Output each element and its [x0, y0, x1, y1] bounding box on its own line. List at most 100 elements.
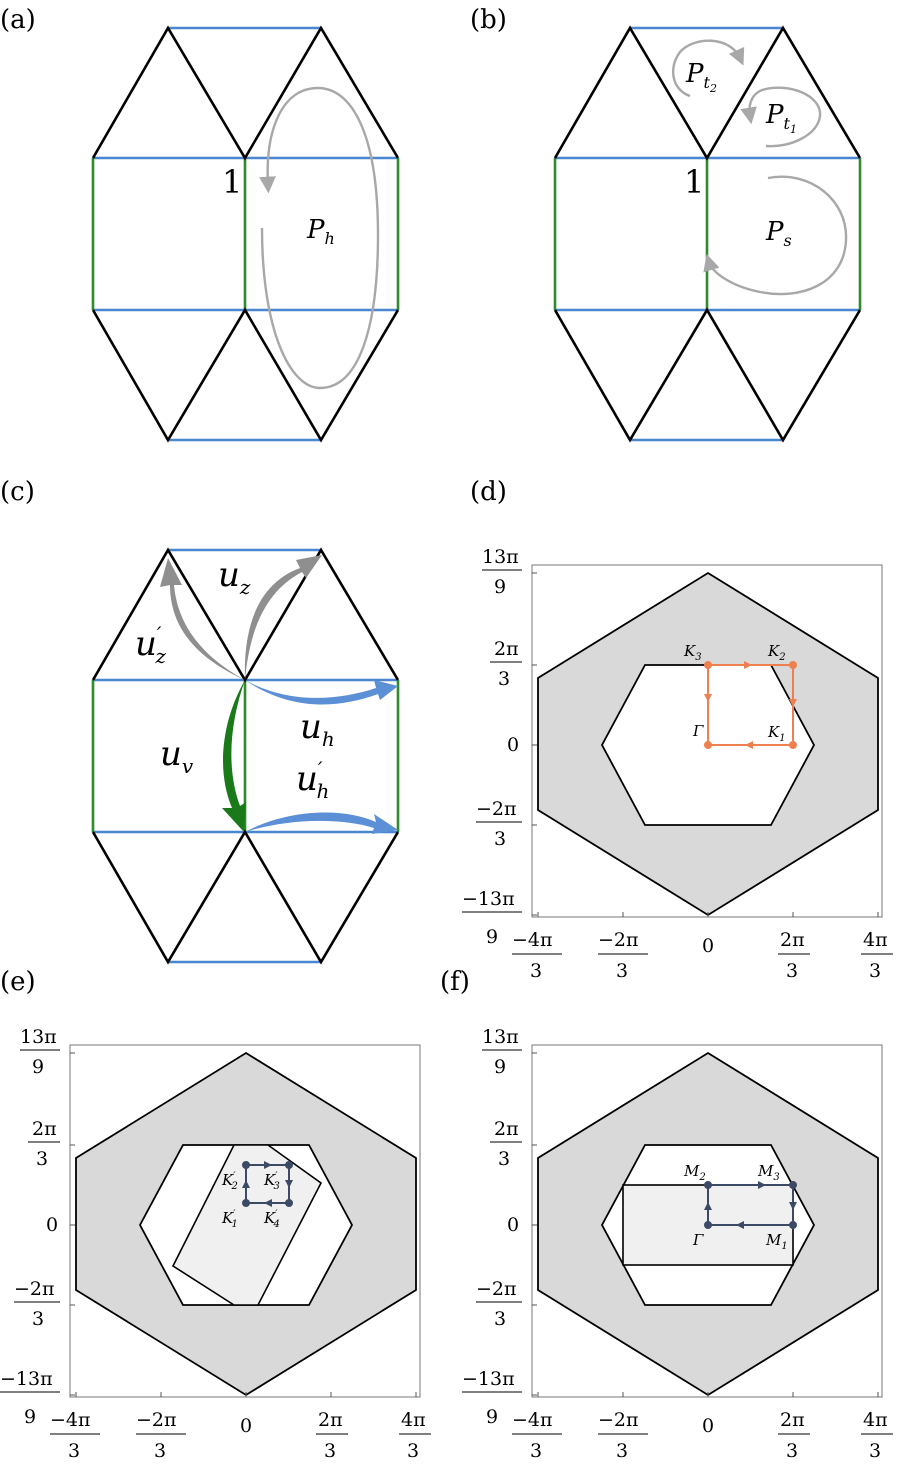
svg-text:4π: 4π	[863, 1409, 888, 1431]
panel-e: (e) K′2 K′3 K′1 K′4	[0, 967, 431, 1462]
reduced-zone-e	[171, 1144, 323, 1306]
loop-ph-label: Ph	[306, 215, 335, 248]
panel-e-label: (e)	[0, 967, 36, 997]
svg-text:−13π: −13π	[462, 1368, 515, 1390]
svg-text:3: 3	[494, 1308, 506, 1330]
svg-text:−2π: −2π	[598, 929, 639, 951]
svg-text:3: 3	[616, 1440, 628, 1462]
svg-text:4π: 4π	[401, 1409, 426, 1431]
point-k3p-e: K′3	[263, 1171, 280, 1192]
panel-c: (c) uz u′z uh u′h uv	[0, 477, 400, 965]
lattice-c	[91, 547, 400, 965]
bond-uh-label: uh	[300, 707, 335, 751]
loop-pt2-label: Pt2	[685, 59, 717, 95]
panel-b: (b) 1 Pt2 Pt1 Ps	[470, 5, 862, 443]
svg-text:13π: 13π	[20, 1026, 57, 1048]
loop-ph-arrow	[259, 86, 380, 390]
svg-text:−2π: −2π	[476, 1278, 517, 1300]
loop-arrows-b	[671, 39, 848, 296]
svg-text:3: 3	[494, 828, 506, 850]
svg-text:2π: 2π	[494, 638, 519, 660]
plot-frame-f	[531, 1044, 883, 1398]
bond-uv-label: uv	[160, 734, 194, 778]
svg-text:2π: 2π	[780, 1409, 805, 1431]
svg-text:0: 0	[702, 1415, 714, 1437]
point-m2-f: M2	[683, 1162, 706, 1183]
panel-f-label: (f)	[440, 967, 470, 997]
svg-text:3: 3	[498, 668, 510, 690]
svg-text:13π: 13π	[482, 1026, 519, 1048]
svg-text:2π: 2π	[32, 1118, 57, 1140]
svg-text:2π: 2π	[318, 1409, 343, 1431]
svg-text:9: 9	[32, 1056, 44, 1078]
x-ticks-e: −4π3 −2π3 0 2π3 4π3	[50, 1409, 431, 1462]
bond-arrows-c	[160, 555, 398, 834]
svg-text:3: 3	[530, 960, 542, 982]
svg-text:−2π: −2π	[476, 798, 517, 820]
lattice-b	[553, 25, 862, 443]
svg-text:−4π: −4π	[512, 929, 553, 951]
svg-text:3: 3	[869, 1440, 881, 1462]
bond-uh-prime-label: u′h	[296, 757, 329, 803]
y-ticks-e: 13π 9 2π 3 0 −2π 3 −13π 9	[0, 1026, 60, 1428]
svg-text:9: 9	[494, 1056, 506, 1078]
x-ticks-d: −4π3 −2π3 0 2π3 4π3	[512, 929, 893, 982]
path-f	[704, 1181, 797, 1229]
y-ticks-f: 13π 9 2π 3 0 −2π 3 −13π 9	[462, 1026, 522, 1428]
path-e	[242, 1161, 293, 1207]
bond-uz-label: uz	[218, 555, 251, 599]
panel-f: (f) M2 M3 Γ M1	[440, 967, 893, 1462]
ticks-e	[70, 1052, 417, 1397]
svg-text:−13π: −13π	[0, 1368, 53, 1390]
point-k2p-e: K′2	[221, 1171, 238, 1192]
svg-text:9: 9	[486, 1406, 498, 1428]
panel-a: (a) 1 Ph	[0, 5, 400, 443]
svg-text:−4π: −4π	[512, 1409, 553, 1431]
svg-text:3: 3	[530, 1440, 542, 1462]
point-k1-d: K1	[767, 723, 786, 744]
point-gamma-d: Γ	[692, 722, 704, 740]
svg-text:9: 9	[486, 926, 498, 948]
point-k4p-e: K′4	[263, 1209, 280, 1230]
svg-text:3: 3	[616, 960, 628, 982]
svg-text:3: 3	[324, 1440, 336, 1462]
panel-c-label: (c)	[0, 477, 35, 507]
svg-text:−2π: −2π	[598, 1409, 639, 1431]
svg-text:3: 3	[68, 1440, 80, 1462]
svg-text:9: 9	[494, 576, 506, 598]
svg-text:3: 3	[36, 1148, 48, 1170]
point-gamma-f: Γ	[692, 1231, 704, 1249]
svg-text:0: 0	[702, 935, 714, 957]
svg-text:0: 0	[507, 1214, 519, 1236]
svg-text:3: 3	[32, 1308, 44, 1330]
lattice-a	[91, 25, 400, 443]
svg-text:−13π: −13π	[462, 888, 515, 910]
svg-text:0: 0	[240, 1415, 252, 1437]
loop-ps-label: Ps	[765, 217, 792, 250]
site-1-label-b: 1	[684, 163, 704, 201]
svg-text:2π: 2π	[780, 929, 805, 951]
svg-text:3: 3	[786, 1440, 798, 1462]
svg-text:−2π: −2π	[136, 1409, 177, 1431]
panel-b-label: (b)	[470, 5, 507, 35]
ticks-f	[532, 1052, 879, 1397]
svg-text:3: 3	[154, 1440, 166, 1462]
x-ticks-f: −4π 3 −2π 3 0 2π 3 4π 3	[512, 1409, 893, 1462]
point-m3-f: M3	[757, 1162, 780, 1183]
bond-uz-prime-label: u′z	[135, 622, 166, 668]
point-k1p-e: K′1	[221, 1209, 238, 1230]
panel-d-label: (d)	[470, 477, 507, 507]
svg-text:13π: 13π	[482, 546, 519, 568]
svg-text:3: 3	[498, 1148, 510, 1170]
svg-text:−2π: −2π	[14, 1278, 55, 1300]
plot-frame-d	[531, 564, 883, 918]
ticks-d	[532, 572, 879, 917]
svg-text:0: 0	[46, 1214, 58, 1236]
svg-text:2π: 2π	[494, 1118, 519, 1140]
svg-text:−4π: −4π	[50, 1409, 91, 1431]
svg-text:9: 9	[24, 1406, 36, 1428]
path-d	[704, 661, 797, 749]
loop-pt1-label: Pt1	[765, 100, 797, 136]
